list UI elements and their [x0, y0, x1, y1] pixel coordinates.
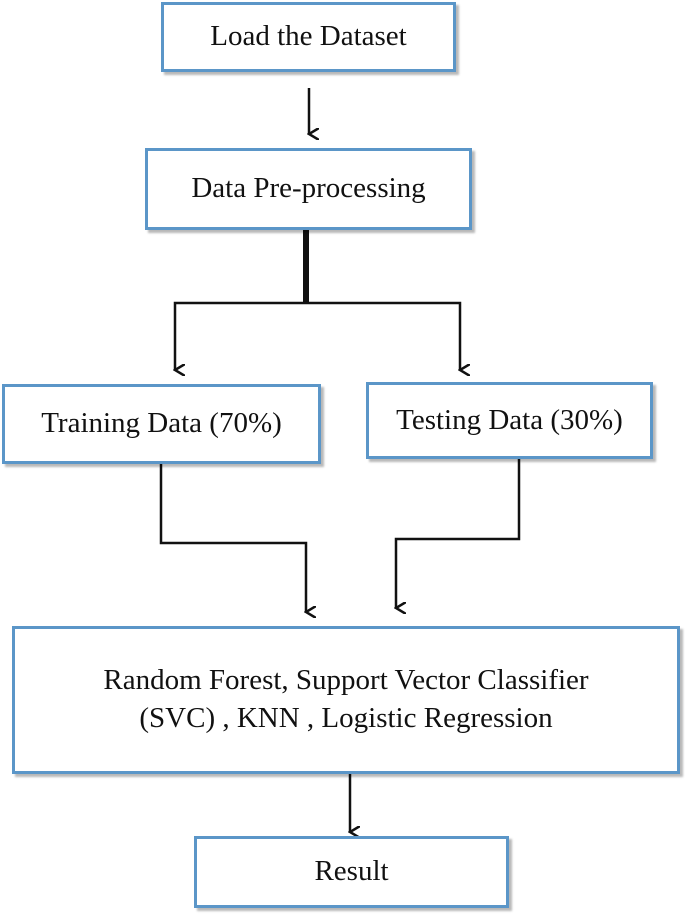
arrow-training-to-models [159, 464, 306, 612]
preprocessing-label: Data Pre-processing [191, 172, 426, 205]
models-label: Random Forest, Support Vector Classifier… [103, 662, 588, 737]
arrow-testing-to-models [396, 459, 521, 608]
load-dataset-label: Load the Dataset [210, 20, 407, 53]
models-box: Random Forest, Support Vector Classifier… [12, 626, 680, 774]
arrow-split-to-training [175, 301, 306, 370]
models-label-line-2: (SVC) , KNN , Logistic Regression [139, 702, 553, 734]
preprocessing-box: Data Pre-processing [145, 148, 472, 230]
load-dataset-box: Load the Dataset [161, 2, 456, 72]
training-data-box: Training Data (70%) [2, 384, 321, 464]
training-data-label: Training Data (70%) [41, 407, 282, 440]
models-label-line-1: Random Forest, Support Vector Classifier [103, 664, 589, 697]
result-label: Result [314, 855, 389, 888]
arrow-split-to-testing [306, 301, 460, 370]
result-box: Result [194, 836, 509, 908]
testing-data-label: Testing Data (30%) [396, 403, 623, 436]
testing-data-box: Testing Data (30%) [366, 382, 653, 459]
